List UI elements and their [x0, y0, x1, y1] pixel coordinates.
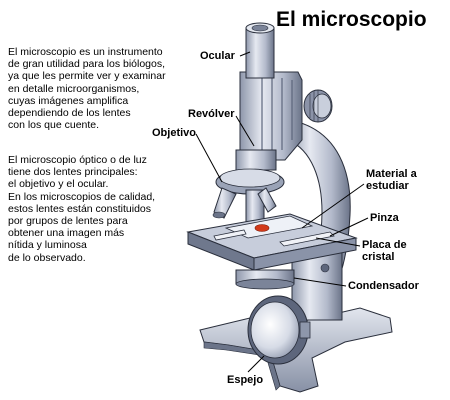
focus-knob	[303, 89, 333, 123]
stage-clips	[213, 229, 335, 247]
revolver	[215, 168, 285, 195]
intro-paragraph: El microscopio es un instrumento de gran…	[8, 46, 166, 132]
body-tube	[235, 149, 277, 171]
label-revolver: Revólver	[188, 108, 235, 120]
label-pinza: Pinza	[370, 212, 399, 224]
eyepiece	[245, 22, 275, 79]
objective-lenses	[212, 187, 277, 231]
label-objetivo: Objetivo	[152, 127, 197, 139]
label-ocular: Ocular	[200, 50, 235, 62]
glass-slide	[224, 215, 314, 239]
label-condensador: Condensador	[348, 280, 419, 292]
label-espejo: Espejo	[227, 374, 264, 386]
stage-platform	[186, 213, 358, 271]
condenser	[235, 269, 295, 290]
pointer-lines	[195, 51, 369, 373]
mirror	[247, 295, 311, 365]
body-housing	[239, 71, 303, 161]
diagram-title: El microscopio	[276, 8, 427, 31]
specimen	[254, 224, 270, 232]
label-placa: Placa de cristal	[362, 239, 407, 263]
label-material: Material a estudiar	[366, 168, 417, 192]
lenses-paragraph: El microscopio óptico o de luz tiene dos…	[8, 154, 156, 264]
